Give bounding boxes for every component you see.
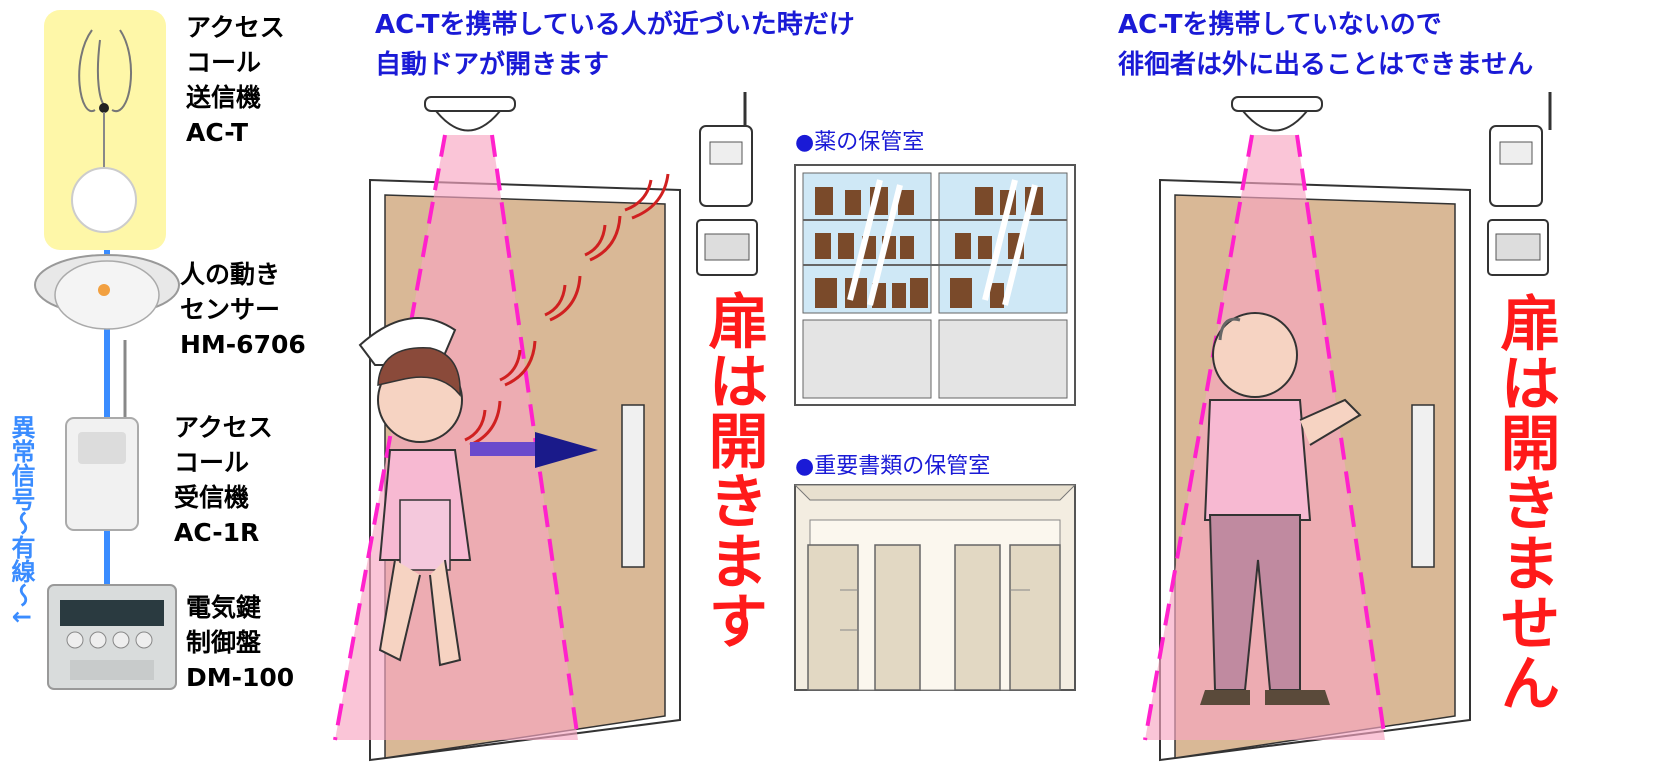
- left-ceiling-sensor-icon: [424, 96, 516, 132]
- medicine-room-illustration: [794, 164, 1076, 406]
- left-scene: [333, 92, 758, 762]
- right-wall-panel-icon: [1487, 219, 1549, 276]
- wanderer-figure: [1200, 312, 1362, 705]
- left-result-text: 扉は開きます: [698, 290, 768, 650]
- motion-sensor-icon: [34, 254, 180, 330]
- documents-room-illustration: [793, 484, 1077, 691]
- nurse-figure: [358, 317, 472, 667]
- transmitter-pendant-icon: [71, 29, 137, 233]
- left-wall-receiver-icon: [699, 92, 753, 207]
- right-ceiling-sensor-icon: [1231, 96, 1323, 132]
- device-column: [34, 10, 180, 690]
- left-beam-edge-left: [333, 134, 447, 741]
- device-label-motion-sensor: 人の動き センサー HM-6706: [180, 260, 306, 359]
- left-wall-panel-icon: [696, 219, 758, 276]
- signal-waves-icon: [464, 173, 670, 447]
- right-scene: [1143, 92, 1552, 762]
- wire-signal-label: 異常信号〜有線〜↓: [7, 415, 35, 628]
- device-label-control-panel: 電気鍵 制御盤 DM-100: [186, 593, 295, 692]
- left-scene-heading: AC-Tを携帯している人が近づいた時だけ 自動ドアが開きます: [375, 10, 855, 80]
- receiver-icon: [65, 340, 139, 531]
- medicine-room-label: ●薬の保管室: [795, 130, 925, 155]
- control-panel-icon: [47, 584, 177, 690]
- right-door-handle: [1411, 404, 1435, 568]
- right-result-text: 扉は開きません: [1490, 292, 1560, 712]
- opening-arrow-icon: [470, 432, 598, 468]
- device-label-receiver: アクセス コール 受信機 AC-1R: [174, 413, 273, 547]
- left-door-handle: [621, 404, 645, 568]
- device-label-transmitter: アクセス コール 送信機 AC-T: [186, 13, 285, 147]
- documents-room-label: ●重要書類の保管室: [795, 454, 991, 479]
- right-beam-edge-left: [1143, 134, 1254, 741]
- right-scene-heading: AC-Tを携帯していないので 徘徊者は外に出ることはできません: [1118, 10, 1534, 80]
- right-wall-receiver-icon: [1489, 92, 1552, 207]
